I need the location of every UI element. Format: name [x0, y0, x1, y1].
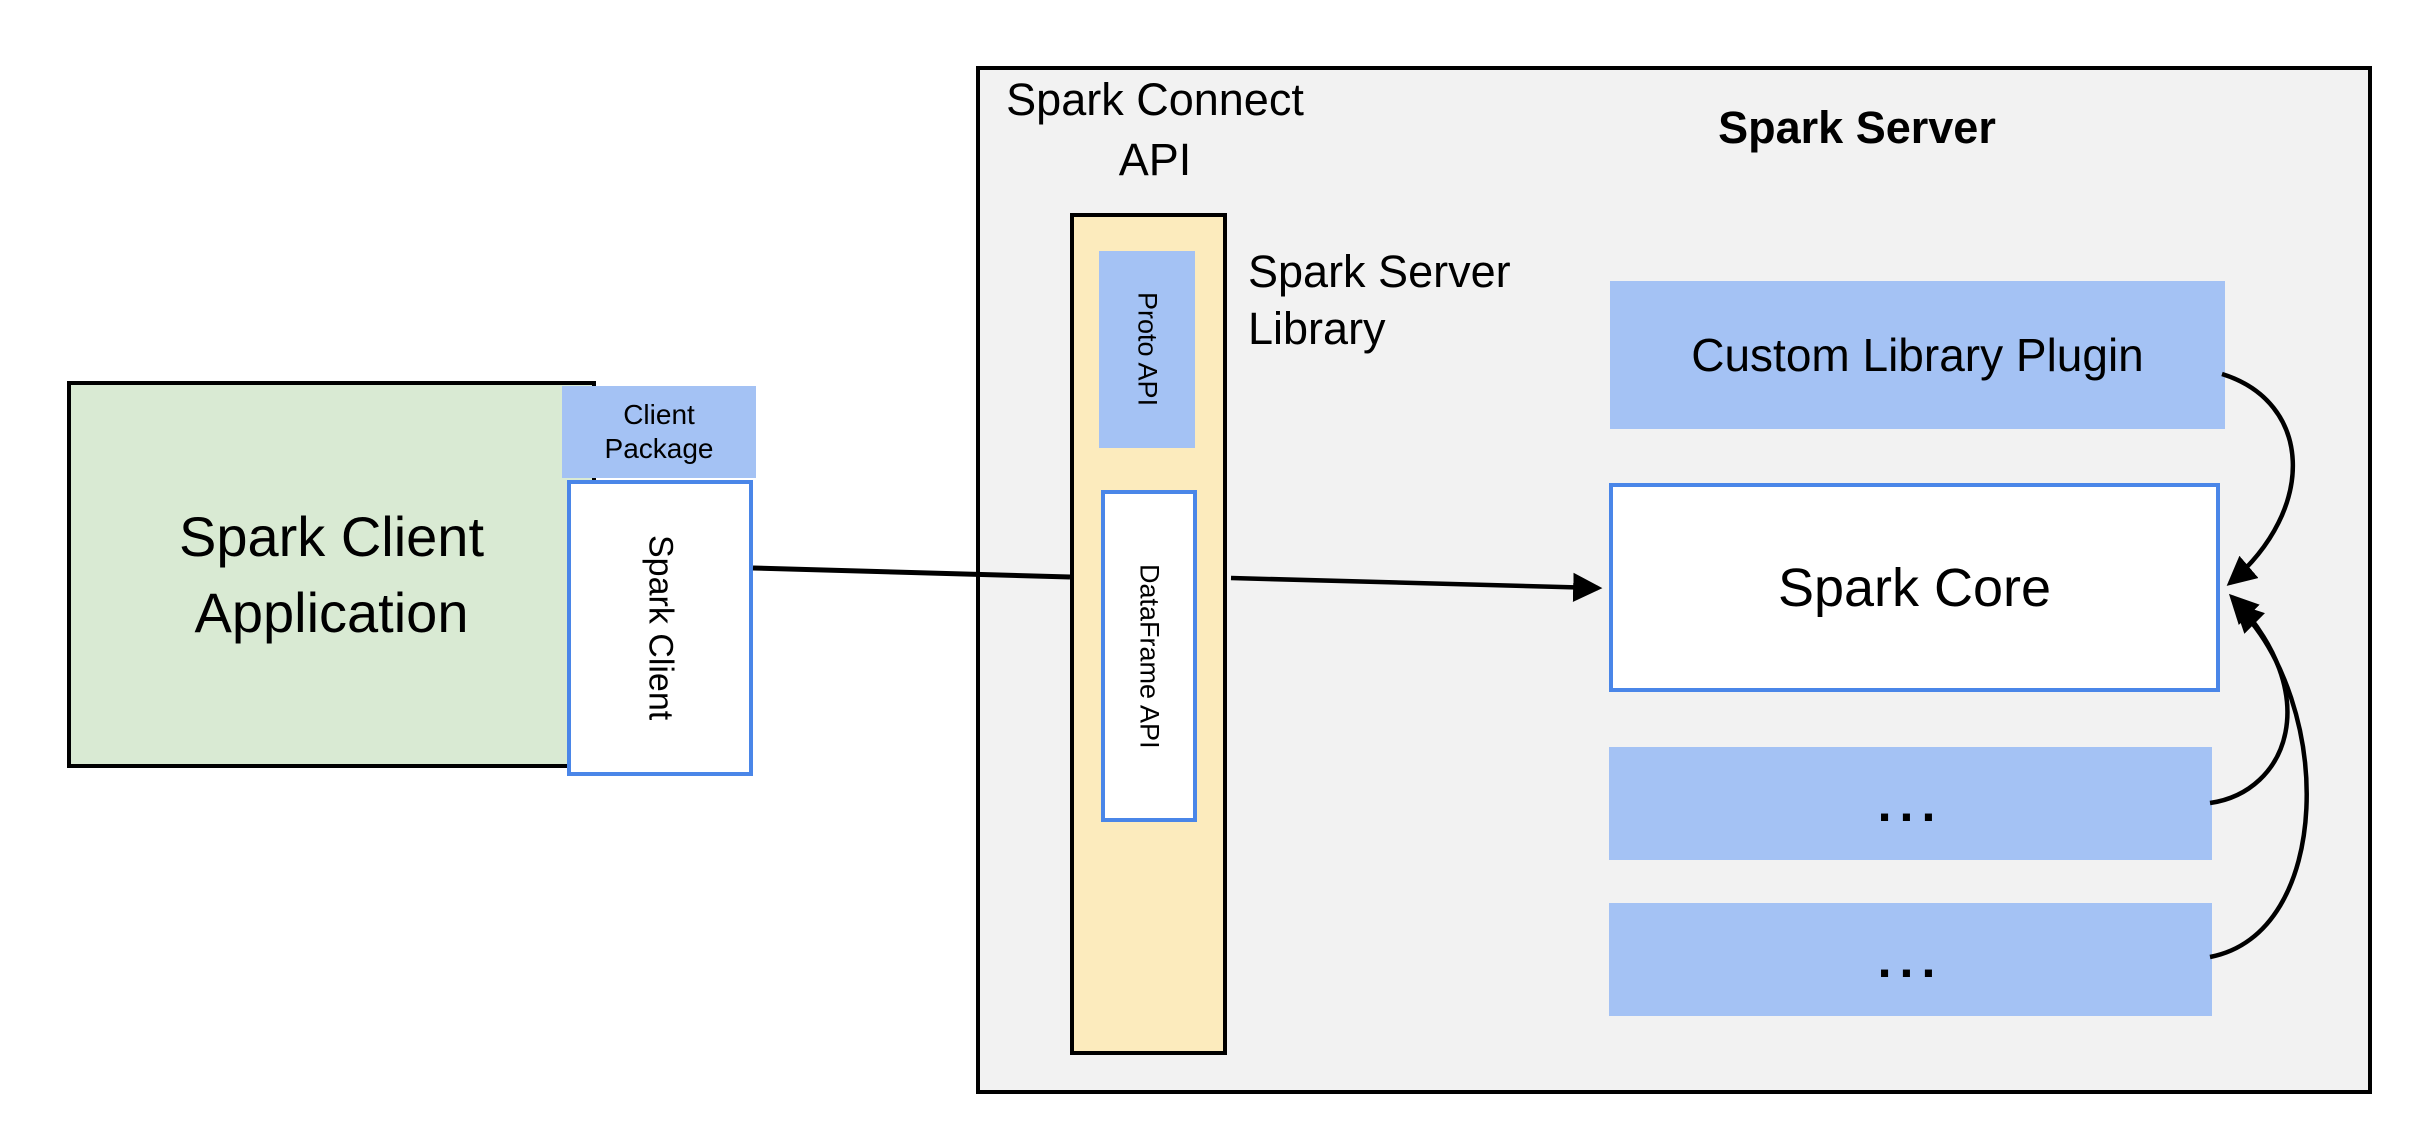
server-module-2-ellipsis: ...	[1877, 931, 1944, 988]
spark-server-library-label: Spark Server Library	[1248, 246, 1511, 354]
spark-client-label: Spark Client	[641, 535, 680, 721]
proto-api-label: Proto API	[1132, 292, 1163, 407]
server-module-box-1: ...	[1609, 747, 2212, 860]
custom-library-plugin-label: Custom Library Plugin	[1691, 329, 2144, 381]
spark-server-title: Spark Server	[1718, 102, 1996, 153]
spark-client-application-label: Spark Client Application	[178, 504, 485, 644]
spark-client-box: Spark Client	[567, 480, 753, 776]
dataframe-api-label: DataFrame API	[1134, 563, 1165, 749]
spark-client-application-box: Spark Client Application	[67, 381, 596, 768]
client-package-box: Client Package	[562, 386, 756, 478]
client-package-label: Client Package	[604, 399, 714, 464]
proto-api-box: Proto API	[1099, 251, 1195, 448]
server-module-1-ellipsis: ...	[1877, 775, 1944, 832]
dataframe-api-box: DataFrame API	[1101, 490, 1197, 822]
custom-library-plugin-box: Custom Library Plugin	[1610, 281, 2225, 429]
spark-connect-api-label: Spark Connect API	[1006, 74, 1304, 185]
spark-core-box: Spark Core	[1609, 483, 2220, 692]
server-module-box-2: ...	[1609, 903, 2212, 1016]
spark-core-label: Spark Core	[1777, 557, 2052, 618]
